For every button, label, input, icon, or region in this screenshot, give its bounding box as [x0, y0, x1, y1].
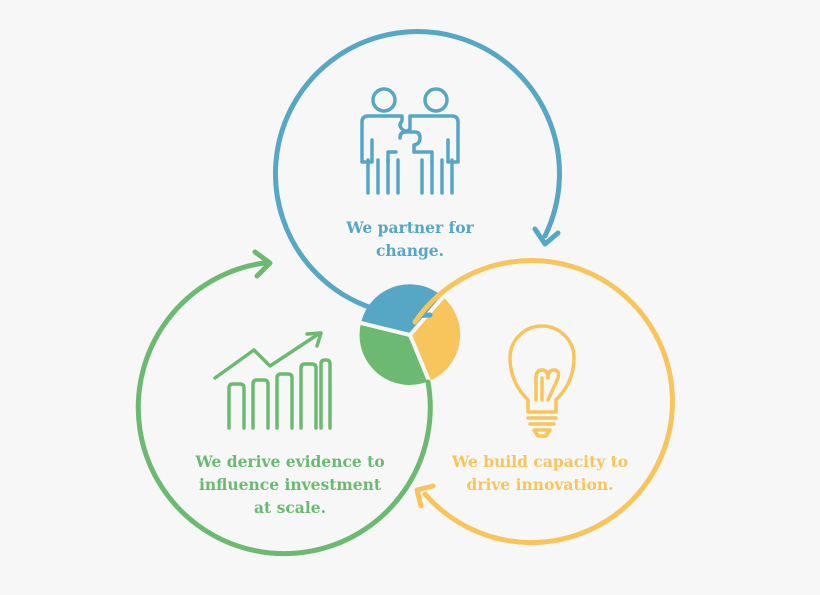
- lightbulb-icon: [508, 324, 576, 438]
- capacity-caption: We build capacity to drive innovation.: [440, 450, 640, 496]
- evidence-caption-line: at scale.: [254, 498, 326, 517]
- partner-caption-line: We partner for: [346, 218, 474, 237]
- partner-cycle-ring: [272, 29, 562, 319]
- evidence-caption: We derive evidence to influence investme…: [180, 450, 400, 519]
- capacity-caption-line: We build capacity to: [451, 452, 629, 471]
- partnership-puzzle-people-icon: [360, 87, 460, 195]
- center-disc-green-segment: [359, 323, 429, 385]
- evidence-caption-line: influence investment: [198, 475, 382, 494]
- capacity-cycle-arrowhead: [414, 483, 436, 509]
- center-disc: [359, 284, 461, 385]
- evidence-cycle-arrowhead: [252, 249, 273, 279]
- capacity-cycle-ring: [412, 258, 675, 546]
- center-disc-yellow-segment: [410, 297, 461, 381]
- growth-bar-chart-icon: [213, 331, 332, 430]
- evidence-caption-line: We derive evidence to: [195, 452, 385, 471]
- partner-caption-line: change.: [375, 241, 445, 260]
- center-disc-blue-segment: [361, 284, 443, 335]
- partner-cycle-arrowhead: [532, 226, 561, 247]
- evidence-cycle-ring: [135, 260, 433, 557]
- partner-caption: We partner for change.: [320, 216, 500, 262]
- capacity-caption-line: drive innovation.: [466, 475, 614, 494]
